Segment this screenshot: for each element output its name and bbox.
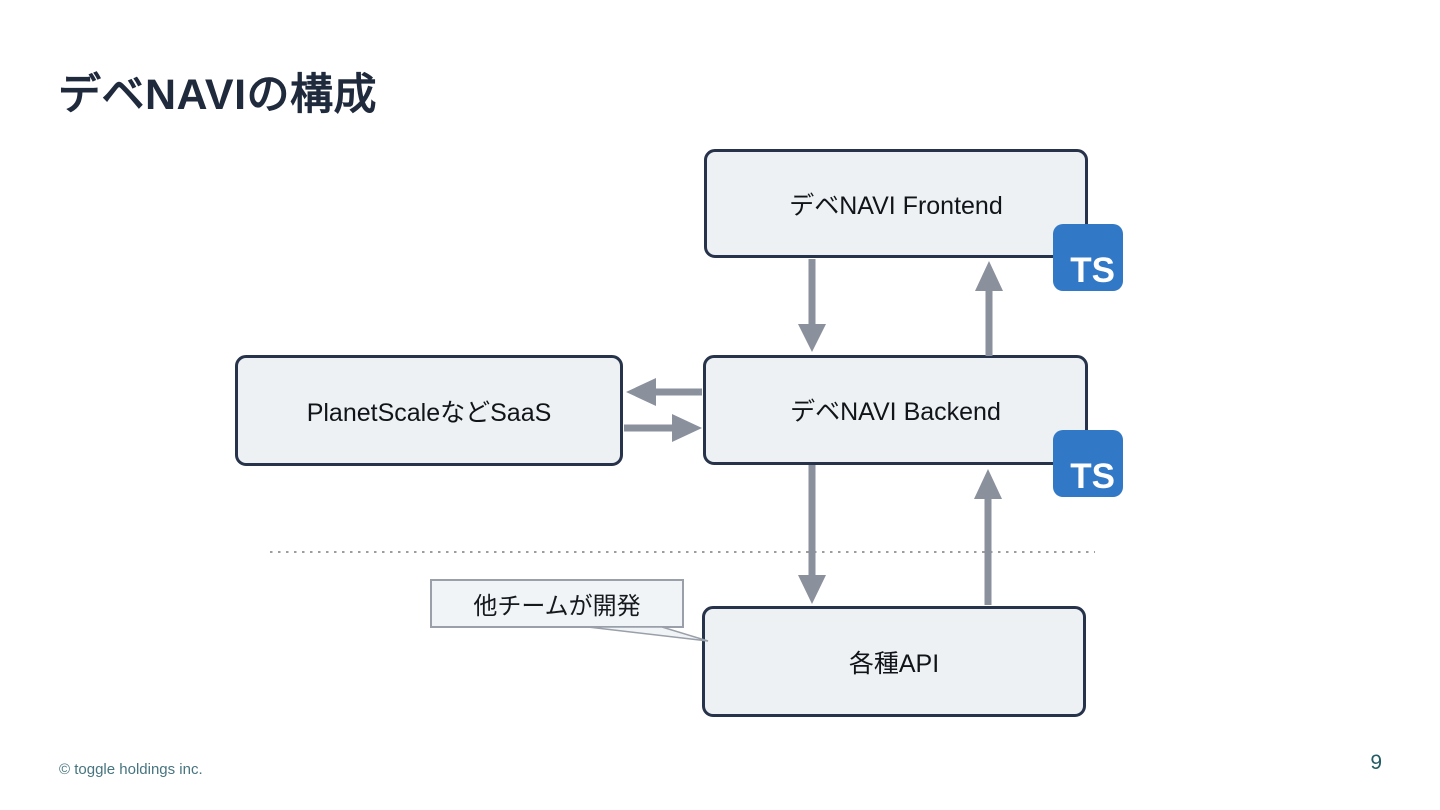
page-number: 9 (1370, 751, 1382, 774)
callout-other-team: 他チームが開発 (430, 579, 684, 628)
node-saas-label: PlanetScaleなどSaaS (306, 398, 552, 427)
node-frontend-label: デベNAVI Frontend (789, 191, 1003, 220)
node-backend-label: デベNAVI Backend (790, 398, 1001, 426)
page-title: デベNAVIの構成 (58, 71, 378, 119)
arrow-api-to-backend (974, 469, 1002, 605)
node-backend: デベNAVI Backend (703, 355, 1088, 465)
typescript-icon: TS (1053, 224, 1123, 291)
arrow-backend-to-api (798, 465, 826, 604)
node-saas: PlanetScaleなどSaaS (235, 355, 623, 466)
arrow-saas-to-backend (624, 414, 702, 442)
arrow-backend-to-saas (626, 378, 702, 406)
arrow-frontend-to-backend (798, 259, 826, 352)
footer-copyright: © toggle holdings inc. (59, 761, 203, 778)
node-frontend: デベNAVI Frontend (704, 149, 1088, 258)
callout-pointer (587, 626, 709, 642)
node-api-label: 各種API (848, 649, 940, 678)
typescript-icon: TS (1053, 430, 1123, 497)
callout-label: 他チームが開発 (473, 593, 641, 620)
node-api: 各種API (702, 606, 1086, 717)
arrow-backend-to-frontend (975, 261, 1003, 356)
